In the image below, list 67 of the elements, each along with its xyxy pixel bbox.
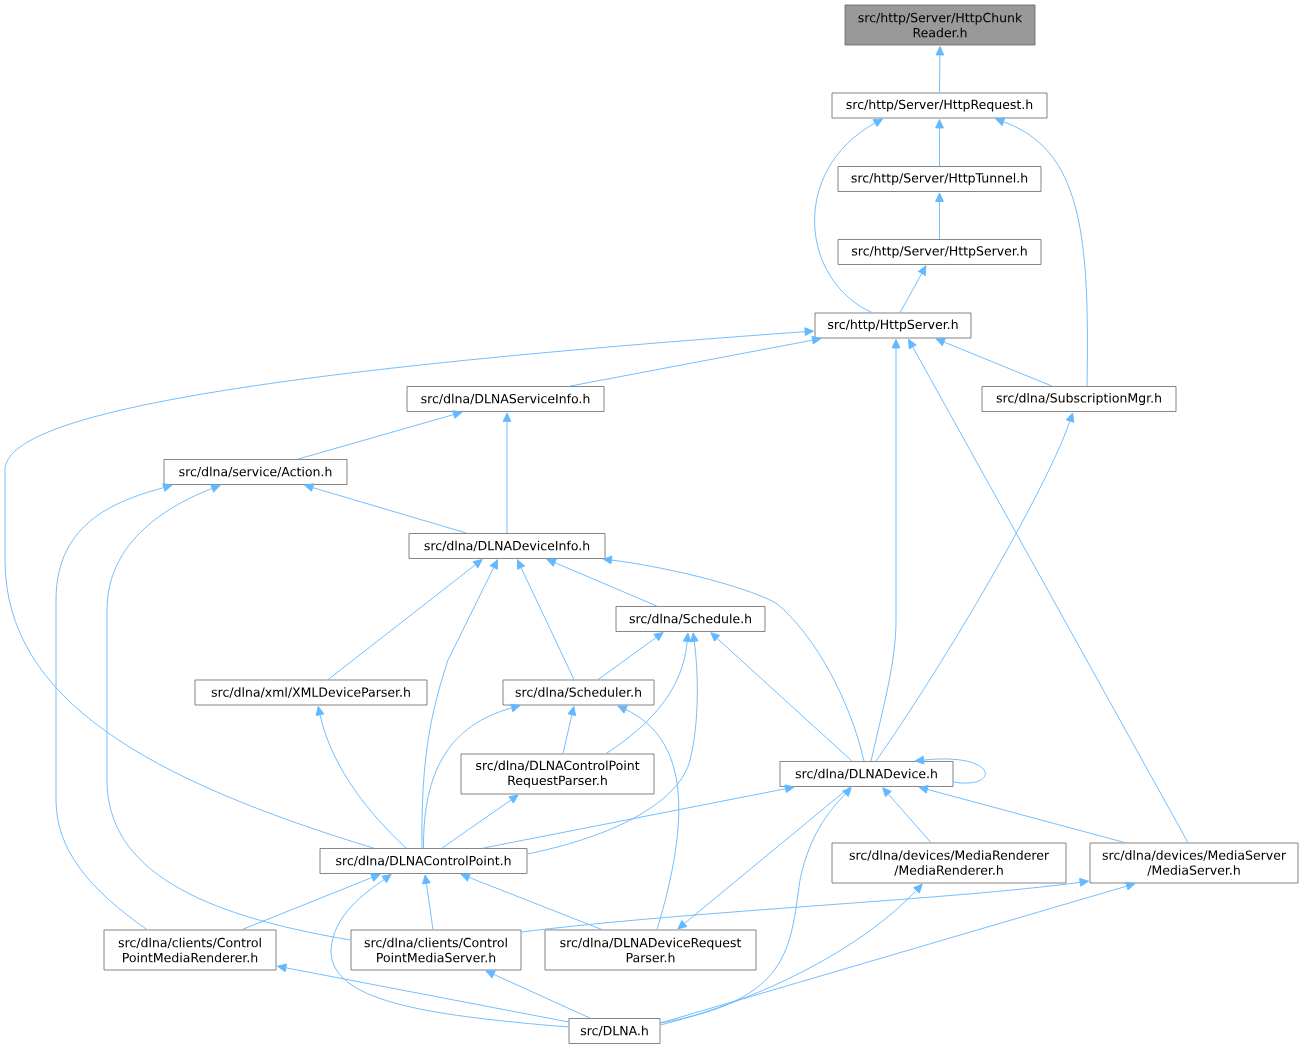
arrow	[520, 877, 1089, 933]
arrow	[106, 484, 352, 941]
file-box: src/DLNA.h	[568, 1018, 661, 1044]
arrow	[423, 703, 521, 849]
arrow	[460, 873, 603, 931]
file-box: src/dlna/devices/MediaServer /MediaServer.h	[1089, 842, 1299, 884]
highlighted-file-box: src/http/Server/HttpChunk Reader.h	[844, 4, 1036, 46]
arrow	[485, 970, 591, 1019]
arrow	[875, 412, 1075, 762]
arrow	[482, 784, 795, 849]
arrow	[422, 874, 434, 931]
file-box: src/dlna/DLNAControlPoint.h	[319, 848, 528, 874]
file-box: src/dlna/clients/Control PointMediaRenderer.h	[103, 929, 277, 971]
arrow	[710, 632, 853, 762]
file-box: src/dlna/DLNADevice.h	[779, 761, 954, 787]
arrow	[327, 559, 483, 681]
arrow	[935, 337, 1053, 387]
arrow	[315, 706, 407, 849]
arrow	[421, 559, 498, 849]
file-box: src/dlna/xml/XMLDeviceParser.h	[194, 679, 428, 706]
file-box: src/dlna/Scheduler.h	[502, 679, 655, 706]
file-box: src/http/HttpServer.h	[814, 312, 972, 339]
arrow	[814, 118, 883, 314]
arrow	[605, 632, 692, 755]
arrow	[241, 873, 381, 931]
arrow	[597, 632, 664, 681]
arrow	[659, 881, 1136, 1024]
arrow	[617, 705, 680, 931]
arrow	[526, 632, 699, 855]
arrow	[935, 46, 945, 94]
arrow	[995, 117, 1088, 387]
file-box: src/dlna/SubscriptionMgr.h	[981, 386, 1177, 412]
arrow	[4, 327, 814, 849]
file-box: src/http/Server/HttpTunnel.h	[837, 166, 1042, 192]
arrow	[562, 706, 577, 755]
file-box: src/dlna/DLNADeviceInfo.h	[408, 533, 606, 559]
file-box: src/http/Server/HttpServer.h	[837, 239, 1042, 265]
file-box: src/dlna/DLNADeviceRequest Parser.h	[544, 929, 757, 971]
arrow	[546, 558, 658, 607]
file-box: src/http/Server/HttpRequest.h	[831, 92, 1048, 119]
arrow	[935, 192, 944, 240]
arrow	[277, 963, 570, 1023]
file-box: src/dlna/devices/MediaRenderer /MediaRenderer.h	[831, 842, 1067, 884]
arrow	[55, 483, 173, 931]
arrow	[677, 786, 851, 930]
arrow	[441, 794, 519, 849]
arrow	[602, 555, 865, 762]
file-box: src/dlna/service/Action.h	[163, 459, 348, 485]
loop-arrow	[914, 755, 986, 784]
arrow	[870, 339, 901, 762]
arrow	[908, 338, 1189, 844]
arrow	[304, 483, 467, 534]
file-box: src/dlna/DLNAControlPoint RequestParser.h	[460, 753, 655, 795]
file-box: src/dlna/clients/Control PointMediaServer.h	[350, 929, 522, 971]
arrow	[659, 787, 852, 1024]
file-box: src/dlna/DLNAServiceInfo.h	[406, 386, 605, 412]
arrow	[569, 335, 822, 387]
arrow	[918, 785, 1126, 844]
arrow	[297, 410, 463, 460]
arrow	[517, 559, 575, 681]
arrow	[502, 412, 512, 534]
arrow	[659, 883, 923, 1026]
arrow	[899, 265, 927, 314]
arrow	[330, 874, 570, 1028]
arrow	[882, 787, 932, 844]
arrow	[935, 119, 944, 167]
file-box: src/dlna/Schedule.h	[615, 606, 766, 632]
